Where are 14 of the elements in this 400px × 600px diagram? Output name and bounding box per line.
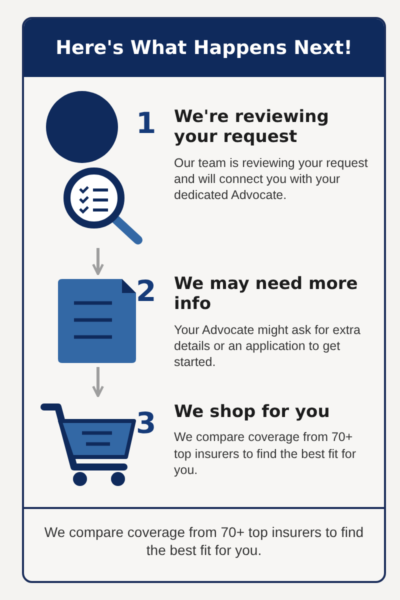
step-heading: We may need more info — [174, 274, 359, 315]
step-description: Your Advocate might ask for extra details or an application to get started. — [174, 322, 362, 371]
arrow — [92, 367, 104, 398]
step-number: 2 — [136, 277, 156, 306]
step-heading: We shop for you — [174, 402, 331, 422]
footer-note: We compare coverage from 70+ top insurers to find the best fit for you. — [44, 524, 364, 559]
step-description: We compare coverage from 70+ top insurers to find the best fit for you. — [174, 429, 358, 478]
step-description: Our team is reviewing your request and will connect you with your dedicated Advocate. — [174, 154, 369, 204]
title: Here's What Happens Next! — [56, 37, 352, 59]
step-number: 1 — [136, 109, 156, 138]
arrow — [92, 248, 104, 276]
filled-disc — [46, 91, 118, 163]
step-number: 3 — [136, 409, 156, 438]
step-heading: We're reviewing your request — [174, 107, 330, 148]
